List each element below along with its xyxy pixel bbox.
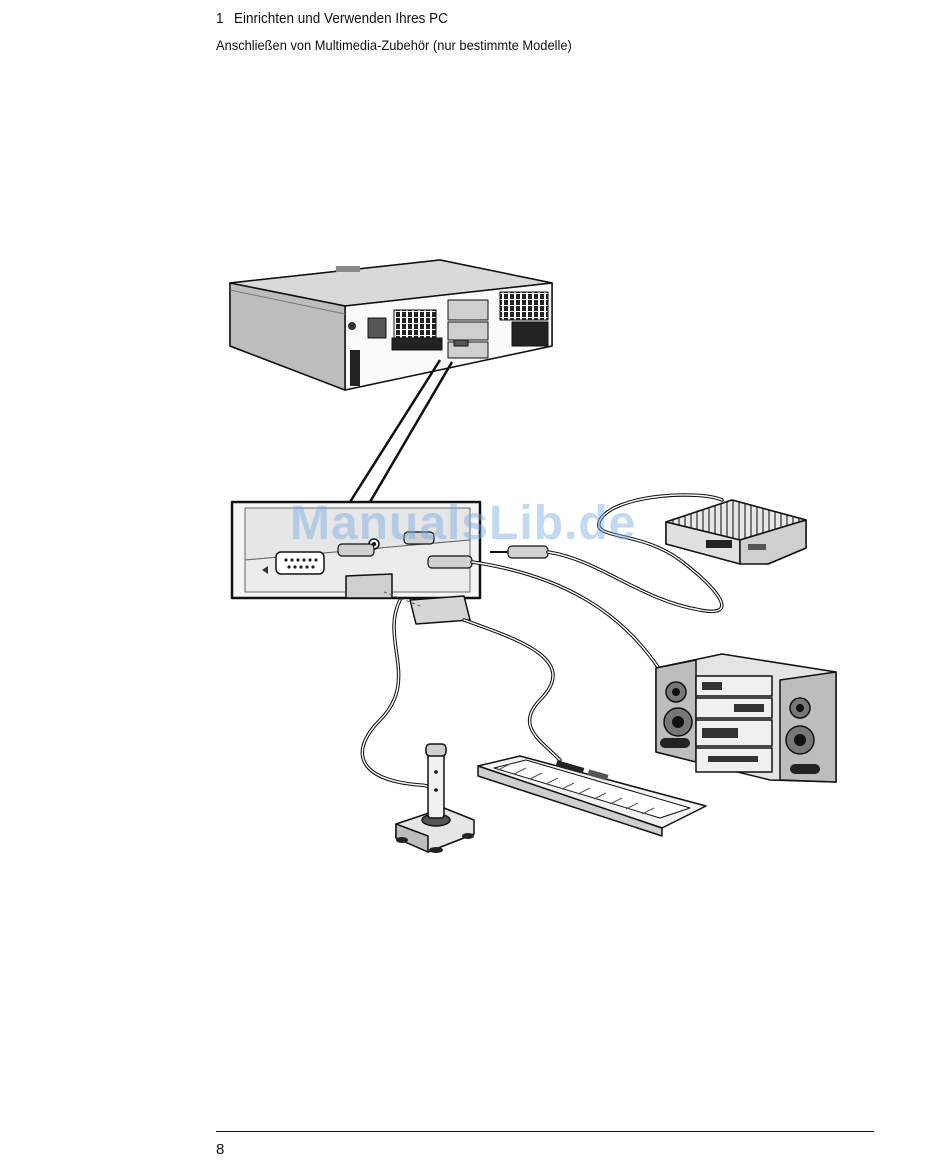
joystick-icon [396,744,474,853]
footer-divider [216,1131,874,1132]
stereo-system-icon [656,654,836,782]
page-number: 8 [216,1141,224,1159]
cd-player-icon [666,500,806,564]
midi-keyboard-icon [478,756,706,836]
pc-tower-icon [230,260,552,390]
watermark: ManualsLib.de [290,496,636,551]
